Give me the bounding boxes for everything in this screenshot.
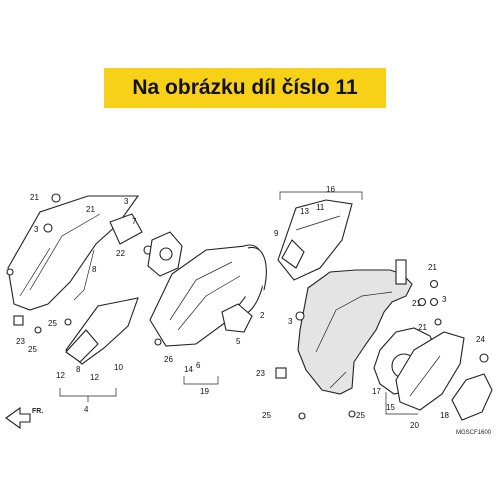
callout: 21	[30, 193, 39, 202]
part-number-banner: Na obrázku díl číslo 11	[104, 68, 386, 108]
callout: 15	[386, 403, 395, 412]
small-plate	[451, 373, 493, 421]
callout: 17	[372, 387, 381, 396]
callout: 21	[418, 323, 427, 332]
callout: 3	[34, 225, 39, 234]
callout: 14	[184, 365, 193, 374]
callout: 23	[256, 369, 265, 378]
callout: 9	[274, 229, 279, 238]
side-cover	[395, 331, 465, 411]
callout: 10	[114, 363, 123, 372]
callout: 21	[86, 205, 95, 214]
callout: 18	[440, 411, 449, 420]
diagram-code: MGSCF1600	[456, 430, 492, 436]
callout: 6	[196, 361, 201, 370]
callout: 19	[200, 387, 209, 396]
left-fasteners	[34, 318, 162, 346]
callout: 25	[28, 345, 37, 354]
left-upper-cowl	[6, 193, 140, 326]
banner-text: Na obrázku díl číslo 11	[132, 76, 358, 99]
lower-left-panel	[65, 297, 139, 365]
callout: 13	[300, 207, 309, 216]
callout: 22	[116, 249, 125, 258]
leader-brackets	[59, 191, 418, 415]
right-fasteners	[298, 279, 489, 420]
callout: 24	[476, 335, 485, 344]
callout: 4	[84, 405, 89, 414]
callout: 16	[326, 185, 335, 194]
callout: 3	[124, 197, 129, 206]
stripe-panel	[277, 199, 353, 281]
callout: 25	[48, 319, 57, 328]
direction-label: FR.	[32, 408, 43, 415]
callout: 21	[412, 299, 421, 308]
callout-numbers: 21 3 21 3 7 22 16 13 11 9 21 21 8 3 12 2…	[16, 185, 485, 430]
center-inner-panel	[149, 245, 263, 347]
callout: 25	[262, 411, 271, 420]
callout: 11	[316, 203, 325, 212]
callout: 21	[428, 263, 437, 272]
right-main-cowl	[275, 259, 413, 395]
callout: 3	[442, 295, 447, 304]
callout: 7	[132, 217, 137, 226]
callout: 26	[164, 355, 173, 364]
callout: 5	[236, 337, 241, 346]
front-direction-indicator: FR.	[5, 406, 43, 430]
callout: 8	[92, 265, 97, 274]
callout: 8	[76, 365, 81, 374]
callout: 12	[56, 371, 65, 380]
callout: 2	[260, 311, 265, 320]
callout: 3	[288, 317, 293, 326]
callout: 23	[16, 337, 25, 346]
round-cover	[147, 231, 183, 277]
callout: 20	[410, 421, 419, 430]
curved-trim	[243, 244, 267, 315]
callout: 25	[356, 411, 365, 420]
callout: 12	[90, 373, 99, 382]
pad	[221, 303, 253, 333]
